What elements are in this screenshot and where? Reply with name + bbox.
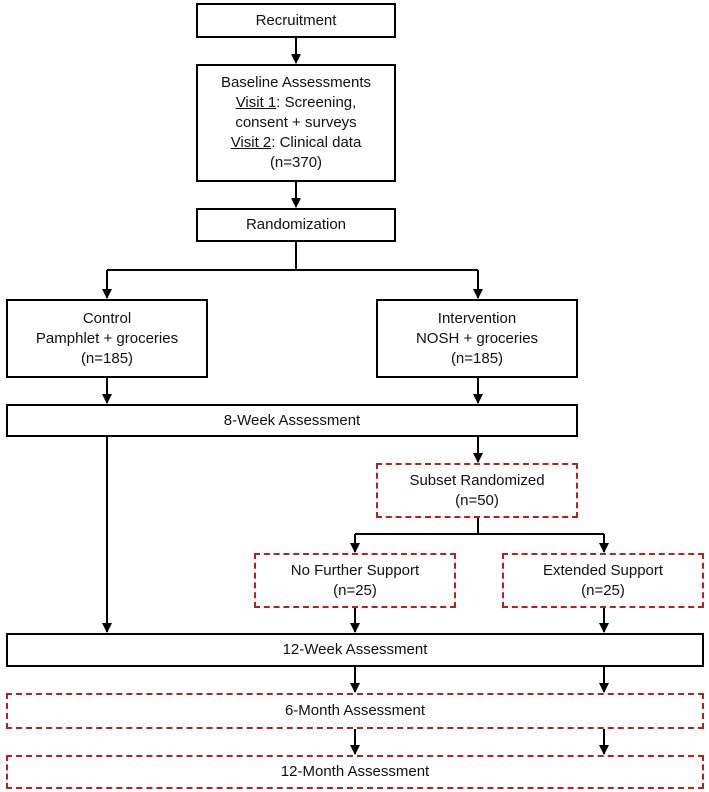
baseline-visit2-line: Visit 2: Clinical data (231, 133, 362, 153)
extended-line1: Extended Support (542, 561, 664, 579)
week8-assessment-box: 8-Week Assessment (6, 404, 578, 437)
baseline-n: (n=370) (269, 154, 323, 171)
visit1-text: : Screening, (276, 94, 357, 111)
recruitment-box: Recruitment (196, 3, 396, 38)
baseline-title: Baseline Assessments (220, 74, 372, 91)
week12-assessment-box: 12-Week Assessment (6, 633, 704, 667)
control-n: (n=185) (80, 349, 134, 367)
visit2-text: : Clinical data (271, 134, 362, 151)
visit1-continuation: consent + surveys (235, 114, 357, 131)
month12-assessment-box: 12-Month Assessment (6, 755, 704, 789)
baseline-assessments-box: Baseline Assessments Visit 1: Screening,… (196, 64, 396, 182)
no-further-n: (n=25) (333, 581, 377, 599)
control-line1: Control (82, 309, 132, 327)
intervention-box: Intervention NOSH + groceries (n=185) (376, 299, 578, 378)
month6-assessment-box: 6-Month Assessment (6, 693, 704, 729)
no-further-line1: No Further Support (290, 561, 420, 579)
intervention-n: (n=185) (450, 349, 504, 367)
subset-randomized-box: Subset Randomized (n=50) (376, 463, 578, 518)
extended-n: (n=25) (581, 581, 625, 599)
visit1-label: Visit 1 (235, 94, 277, 111)
no-further-support-box: No Further Support (n=25) (254, 553, 456, 608)
month6-label: 6-Month Assessment (284, 702, 426, 719)
subset-line1: Subset Randomized (409, 471, 545, 489)
control-line2: Pamphlet + groceries (35, 329, 179, 347)
recruitment-label: Recruitment (255, 11, 337, 29)
randomization-label: Randomization (245, 216, 347, 233)
intervention-line2: NOSH + groceries (415, 329, 539, 347)
extended-support-box: Extended Support (n=25) (502, 553, 704, 608)
week12-label: 12-Week Assessment (282, 641, 428, 658)
week8-label: 8-Week Assessment (223, 411, 361, 429)
baseline-visit1-line: Visit 1: Screening, (236, 93, 357, 113)
visit2-label: Visit 2 (230, 134, 272, 151)
intervention-line1: Intervention (437, 309, 517, 327)
control-box: Control Pamphlet + groceries (n=185) (6, 299, 208, 378)
randomization-box: Randomization (196, 208, 396, 242)
month12-label: 12-Month Assessment (280, 763, 430, 780)
subset-n: (n=50) (455, 491, 499, 509)
